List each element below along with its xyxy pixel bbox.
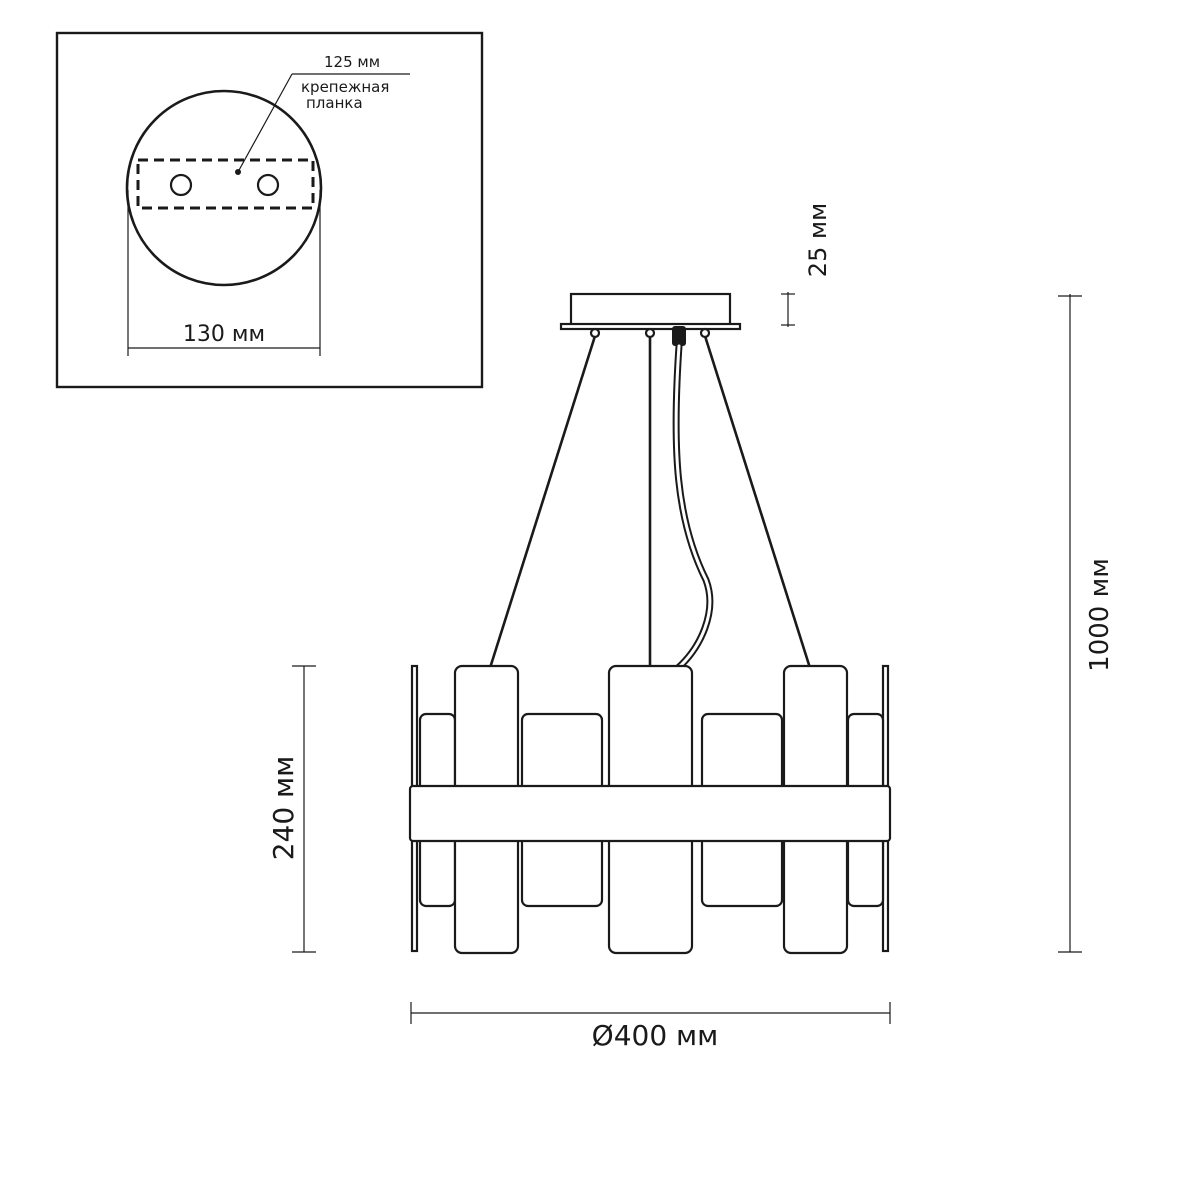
ceiling-canopy <box>559 292 742 346</box>
suspension-anchor-3 <box>699 327 711 339</box>
canopy-body <box>569 292 732 328</box>
mount-label-line2: планка <box>306 94 363 112</box>
canopy-diameter-label: 130 мм <box>183 322 265 347</box>
shade-height-label: 240 мм <box>267 756 300 861</box>
mounting-hole-right <box>256 173 280 197</box>
inset-frame <box>55 31 484 389</box>
canopy-top-view-inset: 125 мм крепежная планка 130 мм <box>55 31 484 389</box>
shade-ring-band <box>408 784 892 843</box>
shade-height-dimension: 240 мм <box>267 665 316 953</box>
total-height-dimension: 1000 мм <box>1058 294 1115 953</box>
plate-offset-label: 125 мм <box>324 53 380 71</box>
suspension-wire-right <box>703 335 812 669</box>
diameter-dimension: Ø400 мм <box>410 1002 891 1052</box>
mount-leader-line <box>237 73 293 173</box>
mount-label-line1: крепежная <box>301 78 389 96</box>
suspension-anchor-1 <box>589 327 601 339</box>
suspension-wire-left <box>488 335 597 669</box>
cable-gland <box>672 326 686 346</box>
diameter-label: Ø400 мм <box>592 1019 719 1052</box>
mounting-hole-left <box>169 173 193 197</box>
suspension-anchor-2 <box>644 327 656 339</box>
canopy-height-dimension: 25 мм <box>781 203 832 327</box>
canopy-circle <box>125 89 323 287</box>
total-height-label: 1000 мм <box>1085 558 1115 672</box>
canopy-height-label: 25 мм <box>804 203 832 277</box>
mounting-plate-outline <box>136 158 315 210</box>
suspension <box>488 335 812 672</box>
lamp-shade <box>408 664 892 955</box>
